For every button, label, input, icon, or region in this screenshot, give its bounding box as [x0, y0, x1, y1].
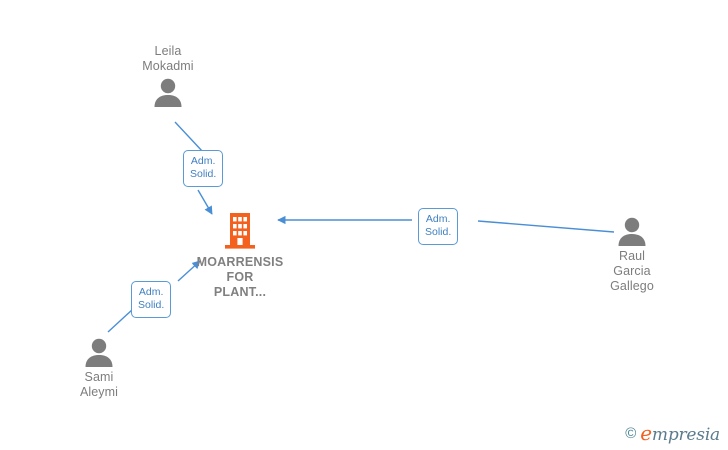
person-icon [29, 337, 169, 367]
copyright-icon: © [625, 425, 637, 442]
building-icon [170, 212, 310, 250]
person-icon [98, 77, 238, 107]
company-node-moarrensis[interactable]: MOARRENSIS FOR PLANT... [170, 212, 310, 300]
brand-wordmark: empresia [640, 423, 720, 444]
company-label: MOARRENSIS FOR PLANT... [196, 255, 284, 299]
edge-label-sami[interactable]: Adm. Solid. [131, 281, 172, 318]
brand-rest-letters: mpresia [651, 425, 720, 445]
person-icon [562, 216, 702, 246]
empresia-watermark: © empresia [625, 423, 720, 444]
edge-sami-to-company [107, 260, 201, 333]
person-label-sami: Sami Aleymi [79, 370, 119, 399]
edge-raul-to-company [277, 215, 615, 233]
person-node-leila[interactable]: Leila Mokadmi [98, 44, 238, 107]
edge-leila-to-company [174, 121, 213, 215]
brand-lead-letter: e [640, 421, 652, 445]
edge-label-raul[interactable]: Adm. Solid. [418, 208, 459, 245]
person-node-raul[interactable]: Raul Garcia Gallego [562, 216, 702, 294]
person-label-raul: Raul Garcia Gallego [610, 249, 654, 293]
person-label-leila: Leila Mokadmi [142, 44, 194, 73]
edge-label-leila[interactable]: Adm. Solid. [183, 150, 224, 187]
person-node-sami[interactable]: Sami Aleymi [29, 337, 169, 400]
